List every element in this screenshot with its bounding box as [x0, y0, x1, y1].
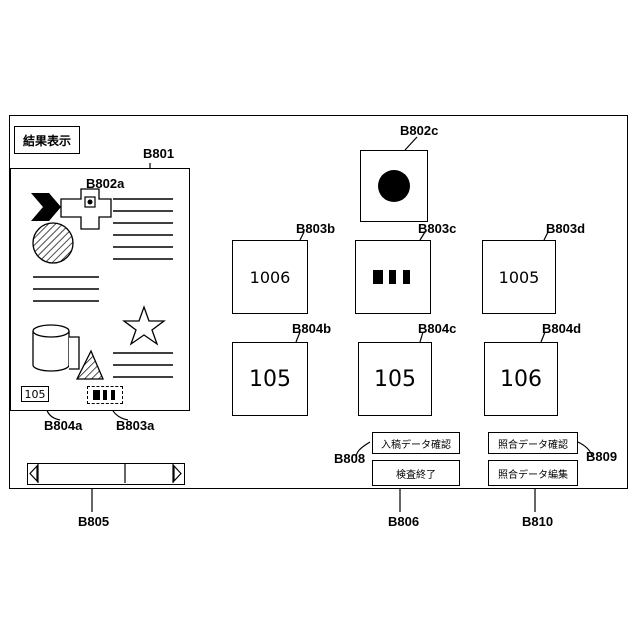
black-circle-icon: [374, 166, 414, 206]
label-b809: B809: [586, 450, 617, 464]
field-b804b: 105: [232, 342, 308, 416]
seal-crop-view: [360, 150, 428, 222]
label-b804c: B804c: [418, 322, 456, 336]
label-b802a: B802a: [86, 177, 124, 191]
inspection-end-button[interactable]: 検査終了: [372, 460, 460, 486]
document-view[interactable]: 105: [10, 168, 190, 411]
document-illustration: [11, 169, 189, 410]
label-b806: B806: [388, 515, 419, 529]
label-b805: B805: [78, 515, 109, 529]
scroll-right-icon: [174, 466, 181, 481]
label-b808: B808: [334, 452, 365, 466]
scroll-left-icon: [30, 466, 37, 481]
collation-data-confirm-button[interactable]: 照合データ確認: [488, 432, 578, 454]
input-data-confirm-button[interactable]: 入稿データ確認: [372, 432, 460, 454]
document-value-field: 105: [21, 386, 49, 402]
document-blocks-field: [87, 386, 123, 404]
field-b803d: 1005: [482, 240, 556, 314]
label-b802c: B802c: [400, 124, 438, 138]
result-display-title: 結果表示: [14, 126, 80, 154]
label-b803a: B803a: [116, 419, 154, 433]
hatched-triangle: [77, 351, 103, 379]
star-shape: [124, 307, 164, 344]
label-b804d: B804d: [542, 322, 581, 336]
field-b804c: 105: [358, 342, 432, 416]
field-b804d: 106: [484, 342, 558, 416]
field-b803b: 1006: [232, 240, 308, 314]
hatched-circle: [33, 223, 73, 263]
scrollbar-graphic: [28, 464, 183, 483]
label-b801: B801: [143, 147, 174, 161]
label-b803c: B803c: [418, 222, 456, 236]
blocks-icon: [92, 389, 118, 401]
collation-data-edit-button[interactable]: 照合データ編集: [488, 460, 578, 486]
label-b804b: B804b: [292, 322, 331, 336]
label-b803b: B803b: [296, 222, 335, 236]
cross-shape: [61, 189, 111, 229]
scrollbar[interactable]: [27, 463, 185, 485]
chevron-logo-icon: [31, 193, 61, 221]
three-blocks-icon: [371, 268, 415, 286]
field-b803c: [355, 240, 431, 314]
label-b810: B810: [522, 515, 553, 529]
label-b803d: B803d: [546, 222, 585, 236]
cylinder-shape: [33, 325, 79, 371]
label-b804a: B804a: [44, 419, 82, 433]
